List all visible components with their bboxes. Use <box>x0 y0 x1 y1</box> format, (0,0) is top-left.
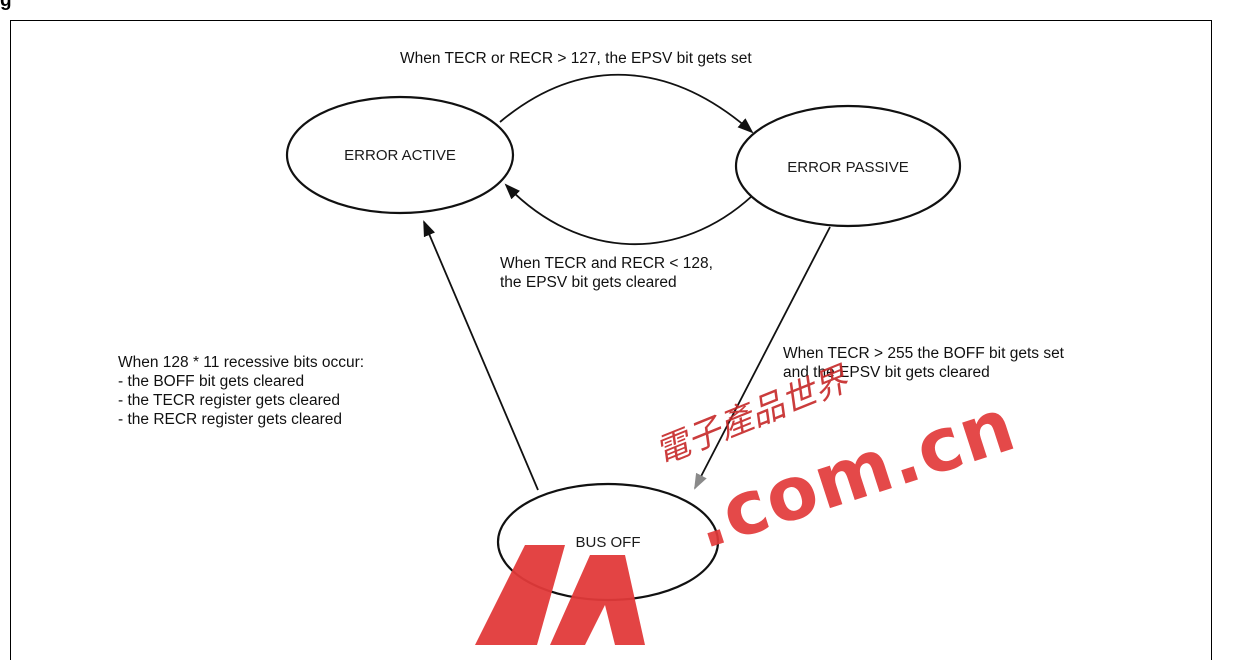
state-error-active: ERROR ACTIVE <box>285 95 515 215</box>
state-bus-off-label: BUS OFF <box>575 534 640 551</box>
label-busoff-to-active-line3: - the TECR register gets cleared <box>118 392 340 409</box>
label-passive-to-active-line1: When TECR and RECR < 128, <box>500 255 713 272</box>
label-active-to-passive-text: When TECR or RECR > 127, the EPSV bit ge… <box>400 50 752 67</box>
watermark-logo <box>475 545 645 645</box>
label-busoff-to-active-line4: - the RECR register gets cleared <box>118 411 342 428</box>
cropped-figure-caption: g <box>0 0 1234 12</box>
arrow-active-to-passive <box>499 73 754 134</box>
label-busoff-to-active-line2: - the BOFF bit gets cleared <box>118 373 305 390</box>
label-passive-to-busoff-line2: and the EPSV bit gets cleared <box>783 364 990 381</box>
label-busoff-to-active-line1: When 128 * 11 recessive bits occur: <box>118 354 365 371</box>
arrow-busoff-to-active <box>423 220 539 491</box>
label-passive-to-active: When TECR and RECR < 128, the EPSV bit g… <box>500 254 713 292</box>
state-error-active-label: ERROR ACTIVE <box>344 147 456 164</box>
label-passive-to-busoff-line1: When TECR > 255 the BOFF bit gets set <box>783 345 1064 362</box>
state-error-passive: ERROR PASSIVE <box>734 104 962 228</box>
state-error-passive-label: ERROR PASSIVE <box>787 159 908 176</box>
label-busoff-to-active: When 128 * 11 recessive bits occur: - th… <box>118 353 364 429</box>
label-passive-to-busoff: When TECR > 255 the BOFF bit gets set an… <box>783 344 1064 382</box>
label-active-to-passive: When TECR or RECR > 127, the EPSV bit ge… <box>400 49 752 68</box>
figure-frame <box>10 20 1212 660</box>
arrow-passive-to-busoff <box>694 226 831 490</box>
arrow-passive-to-active <box>504 183 753 246</box>
label-passive-to-active-line2: the EPSV bit gets cleared <box>500 274 677 291</box>
